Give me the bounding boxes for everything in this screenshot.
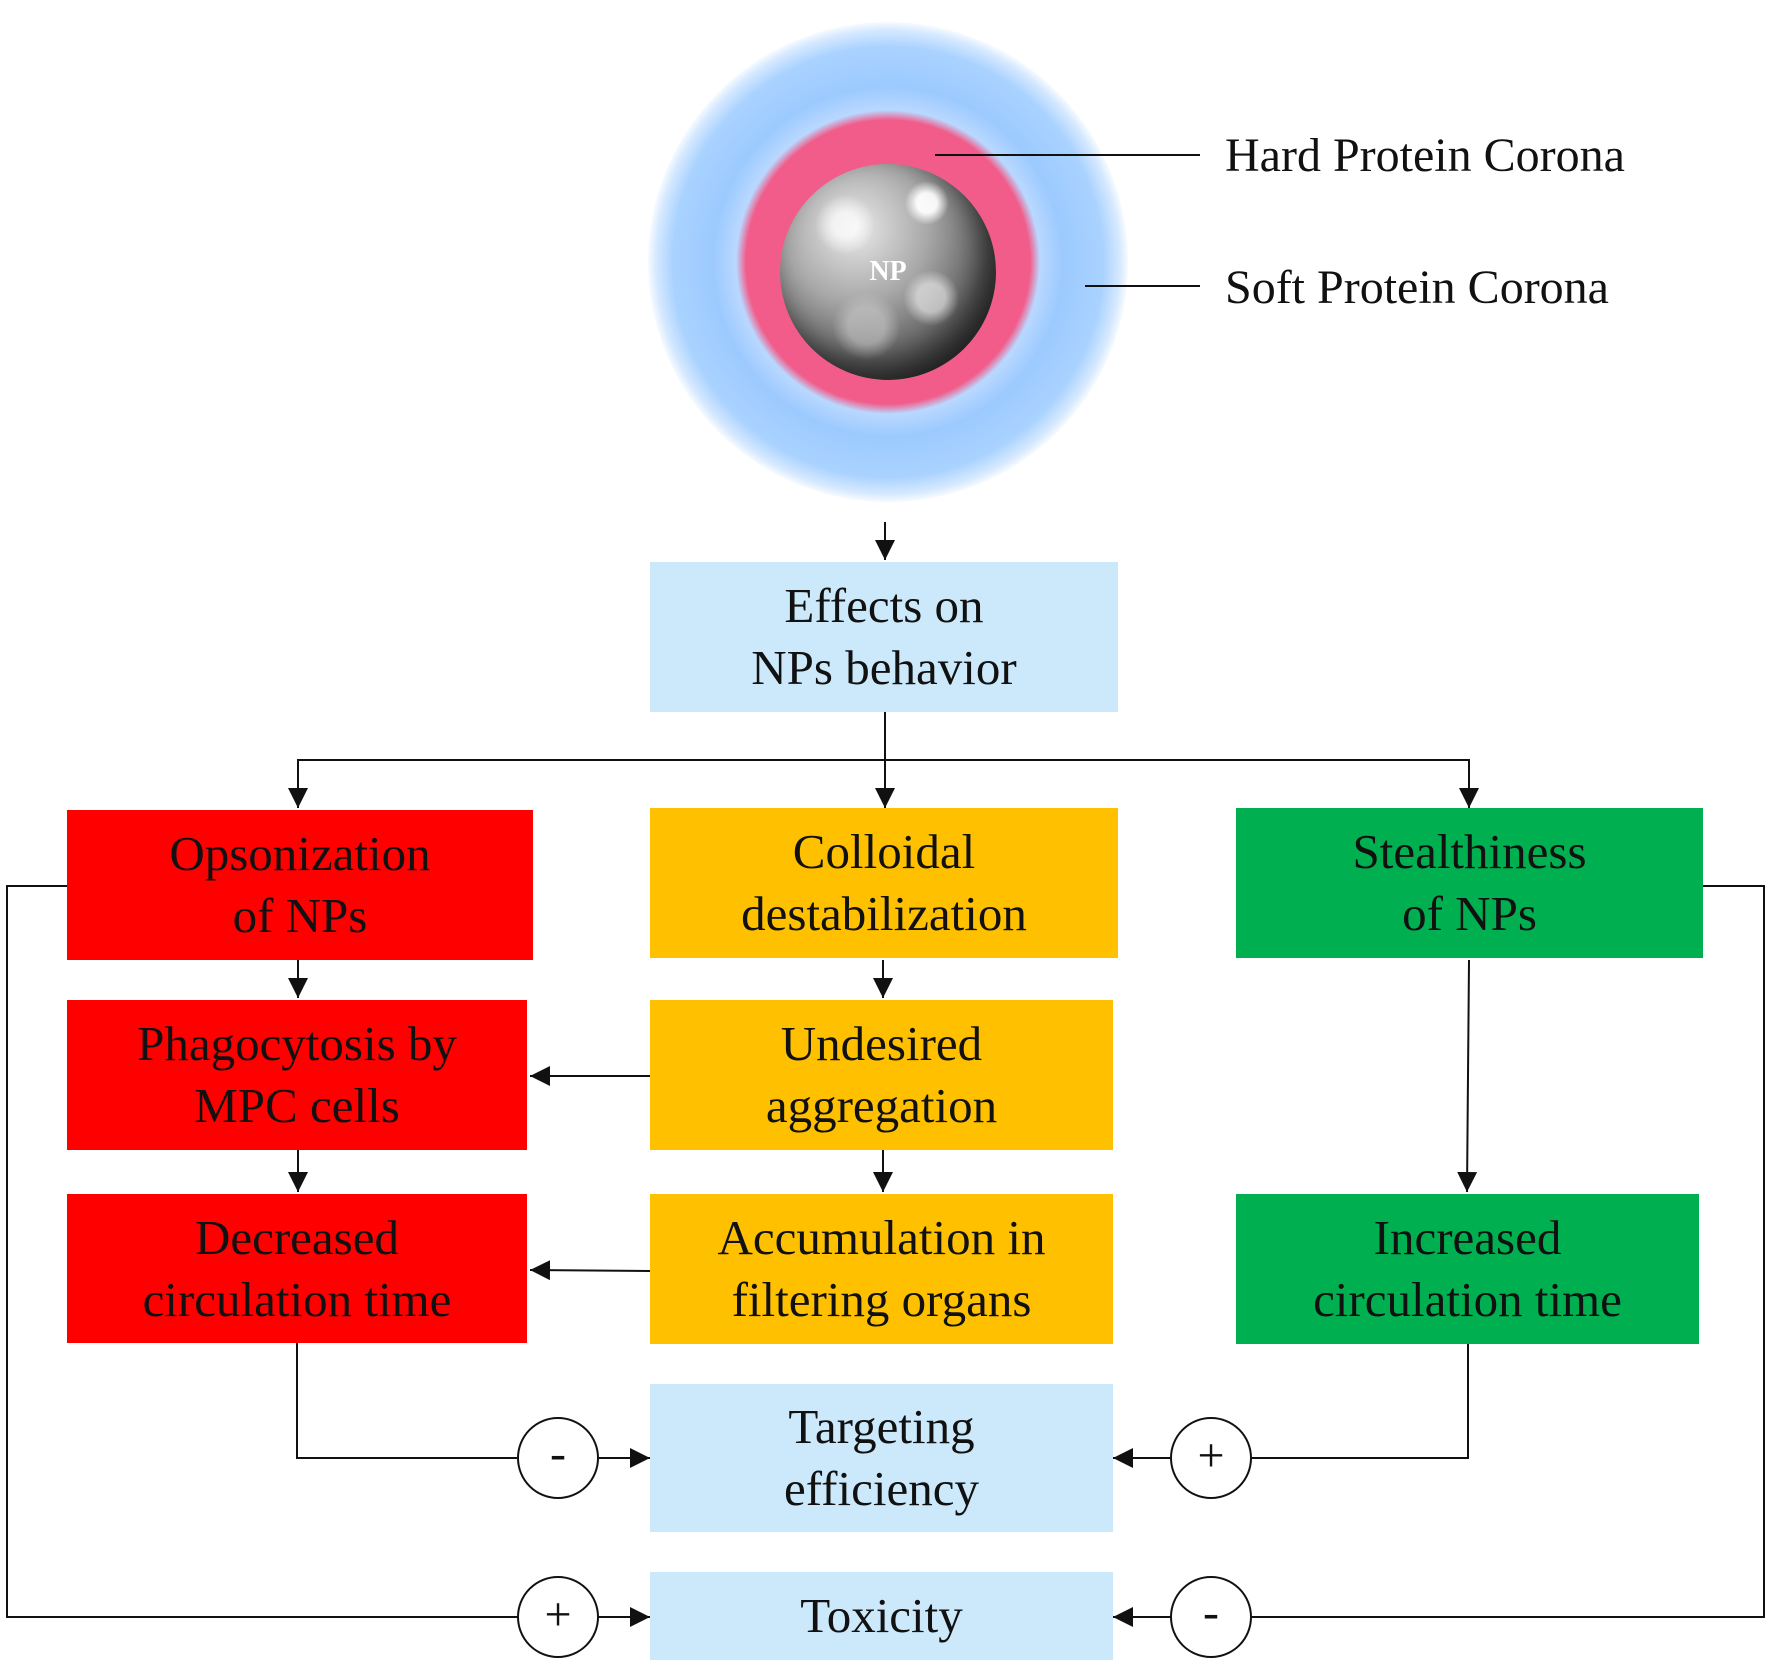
decreased-circulation-box: Decreased circulation time — [67, 1194, 527, 1343]
accumulation-text: Accumulation in filtering organs — [717, 1210, 1046, 1327]
undesired-aggregation-text: Undesired aggregation — [765, 1016, 998, 1133]
undesired-aggregation-box: Undesired aggregation — [650, 1000, 1113, 1150]
line-stealthiness-to-minus — [1252, 885, 1765, 1618]
accumulation-box: Accumulation in filtering organs — [650, 1194, 1113, 1344]
toxicity-box: Toxicity — [650, 1572, 1113, 1660]
colloidal-destabilization-text: Colloidal destabilization — [741, 824, 1027, 941]
targeting-minus-sign: - — [517, 1417, 599, 1499]
stealthiness-box: Stealthiness of NPs — [1236, 808, 1703, 958]
arrow-stealthiness-to-increased — [1457, 959, 1478, 1193]
toxicity-minus-sign: - — [1170, 1576, 1252, 1658]
arrow-effects-to-opsonization — [288, 759, 885, 808]
targeting-efficiency-box: Targeting efficiency — [650, 1384, 1113, 1532]
decreased-circulation-text: Decreased circulation time — [142, 1209, 452, 1327]
opsonization-box: Opsonization of NPs — [67, 810, 533, 960]
targeting-plus-sign: + — [1170, 1417, 1252, 1499]
toxicity-text: Toxicity — [800, 1588, 963, 1643]
hard-corona-label: Hard Protein Corona — [1225, 129, 1625, 182]
line-increased-to-plus — [1252, 1343, 1469, 1459]
effects-on-behavior-box: Effects on NPs behavior — [650, 562, 1118, 712]
line-opsonization-to-plus — [6, 885, 517, 1618]
increased-circulation-box: Increased circulation time — [1236, 1194, 1699, 1344]
increased-circulation-text: Increased circulation time — [1313, 1210, 1622, 1327]
colloidal-destabilization-box: Colloidal destabilization — [650, 808, 1118, 958]
line-decreased-to-minus — [296, 1343, 517, 1459]
soft-corona-label: Soft Protein Corona — [1225, 261, 1609, 314]
nanoparticle-sphere — [780, 164, 996, 380]
toxicity-plus-sign: + — [517, 1576, 599, 1658]
phagocytosis-box: Phagocytosis by MPC cells — [67, 1000, 527, 1150]
stealthiness-text: Stealthiness of NPs — [1352, 824, 1587, 941]
opsonization-text: Opsonization of NPs — [169, 826, 431, 943]
arrow-effects-to-stealthiness — [885, 759, 1479, 808]
arrow-accumulation-to-decreased — [529, 1260, 651, 1281]
phagocytosis-text: Phagocytosis by MPC cells — [137, 1016, 457, 1133]
targeting-efficiency-text: Targeting efficiency — [784, 1399, 979, 1516]
np-core-label: NP — [869, 256, 907, 287]
effects-on-behavior-text: Effects on NPs behavior — [751, 578, 1017, 695]
